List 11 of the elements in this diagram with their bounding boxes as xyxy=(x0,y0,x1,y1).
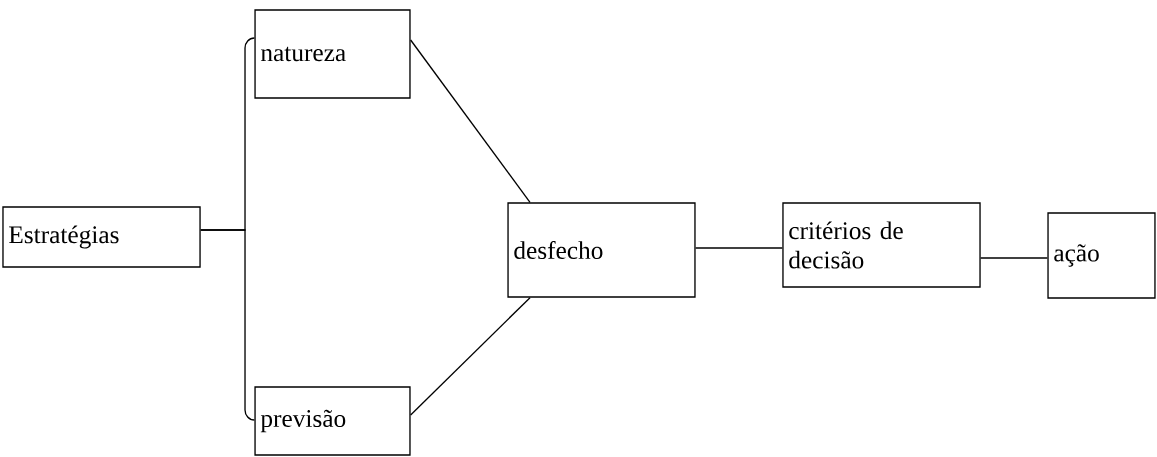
process-box: ação xyxy=(1047,212,1156,299)
process-box: desfecho xyxy=(507,202,696,298)
process-box: Estratégias xyxy=(2,206,201,268)
process-box: natureza xyxy=(254,9,411,99)
connector-line xyxy=(200,229,256,421)
process-box: critérios de decisão xyxy=(782,202,981,288)
connector-line xyxy=(694,247,783,249)
connector-line xyxy=(409,297,531,416)
connector-line xyxy=(980,257,1049,259)
process-box: previsão xyxy=(254,386,411,456)
connector-line xyxy=(409,39,531,203)
